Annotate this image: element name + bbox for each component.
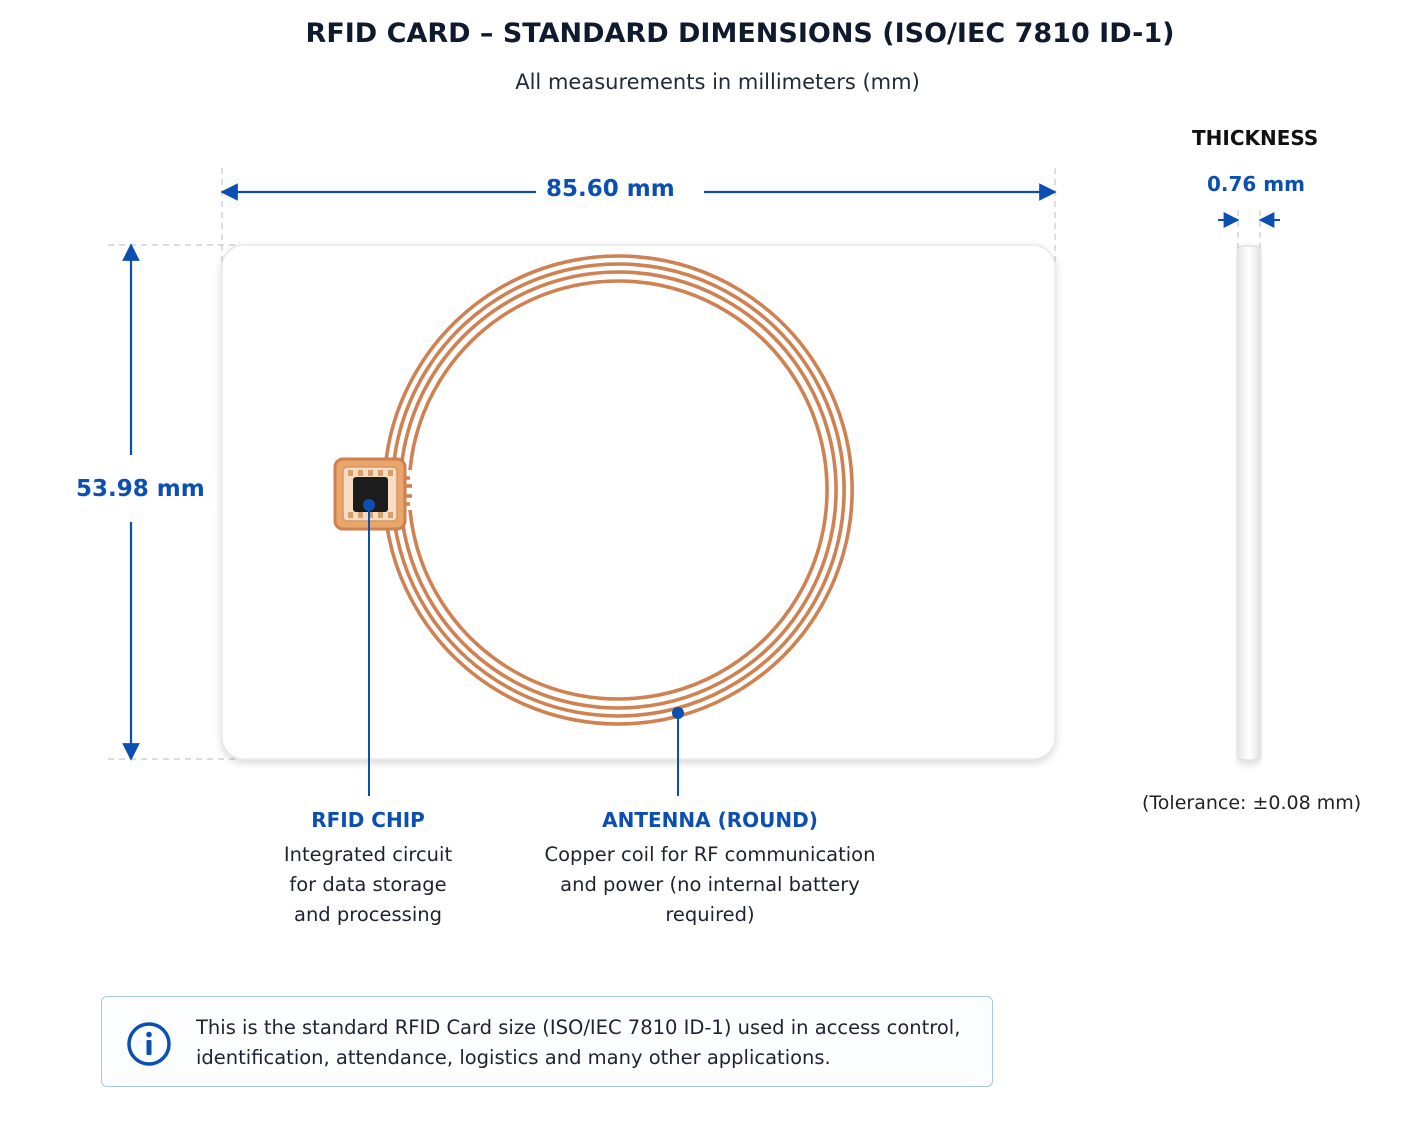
chip-callout-title: RFID CHIP	[311, 808, 425, 832]
chip-desc-line: for data storage	[289, 873, 447, 896]
chip-desc-line: and processing	[294, 903, 442, 926]
chip-callout-description: Integrated circuit for data storage and …	[258, 840, 478, 930]
page-subtitle: All measurements in millimeters (mm)	[515, 70, 920, 94]
antenna-desc-line: and power (no internal battery	[560, 873, 860, 896]
card-edge-view	[1237, 245, 1261, 761]
info-text-line: This is the standard RFID Card size (ISO…	[196, 1016, 961, 1039]
antenna-callout: ANTENNA (ROUND) Copper coil for RF commu…	[530, 808, 890, 930]
tolerance-note: (Tolerance: ±0.08 mm)	[1142, 792, 1362, 814]
info-icon	[127, 1022, 171, 1066]
antenna-callout-description: Copper coil for RF communication and pow…	[530, 840, 890, 930]
width-dimension-label: 85.60 mm	[540, 176, 681, 202]
antenna-desc-line: required)	[665, 903, 755, 926]
antenna-desc-line: Copper coil for RF communication	[544, 843, 876, 866]
chip-callout: RFID CHIP Integrated circuit for data st…	[258, 808, 478, 930]
thickness-value: 0.76 mm	[1207, 172, 1305, 196]
page-title: RFID CARD – STANDARD DIMENSIONS (ISO/IEC…	[305, 18, 1175, 49]
height-dimension-label: 53.98 mm	[66, 472, 215, 506]
chip-desc-line: Integrated circuit	[283, 843, 453, 866]
info-text: This is the standard RFID Card size (ISO…	[196, 1013, 976, 1073]
chip-leader-line	[363, 499, 375, 796]
antenna-callout-title: ANTENNA (ROUND)	[602, 808, 818, 832]
antenna-leader-line	[672, 707, 684, 796]
info-box: This is the standard RFID Card size (ISO…	[101, 996, 993, 1087]
thickness-title: THICKNESS	[1192, 126, 1319, 150]
info-text-line: identification, attendance, logistics an…	[196, 1046, 831, 1069]
